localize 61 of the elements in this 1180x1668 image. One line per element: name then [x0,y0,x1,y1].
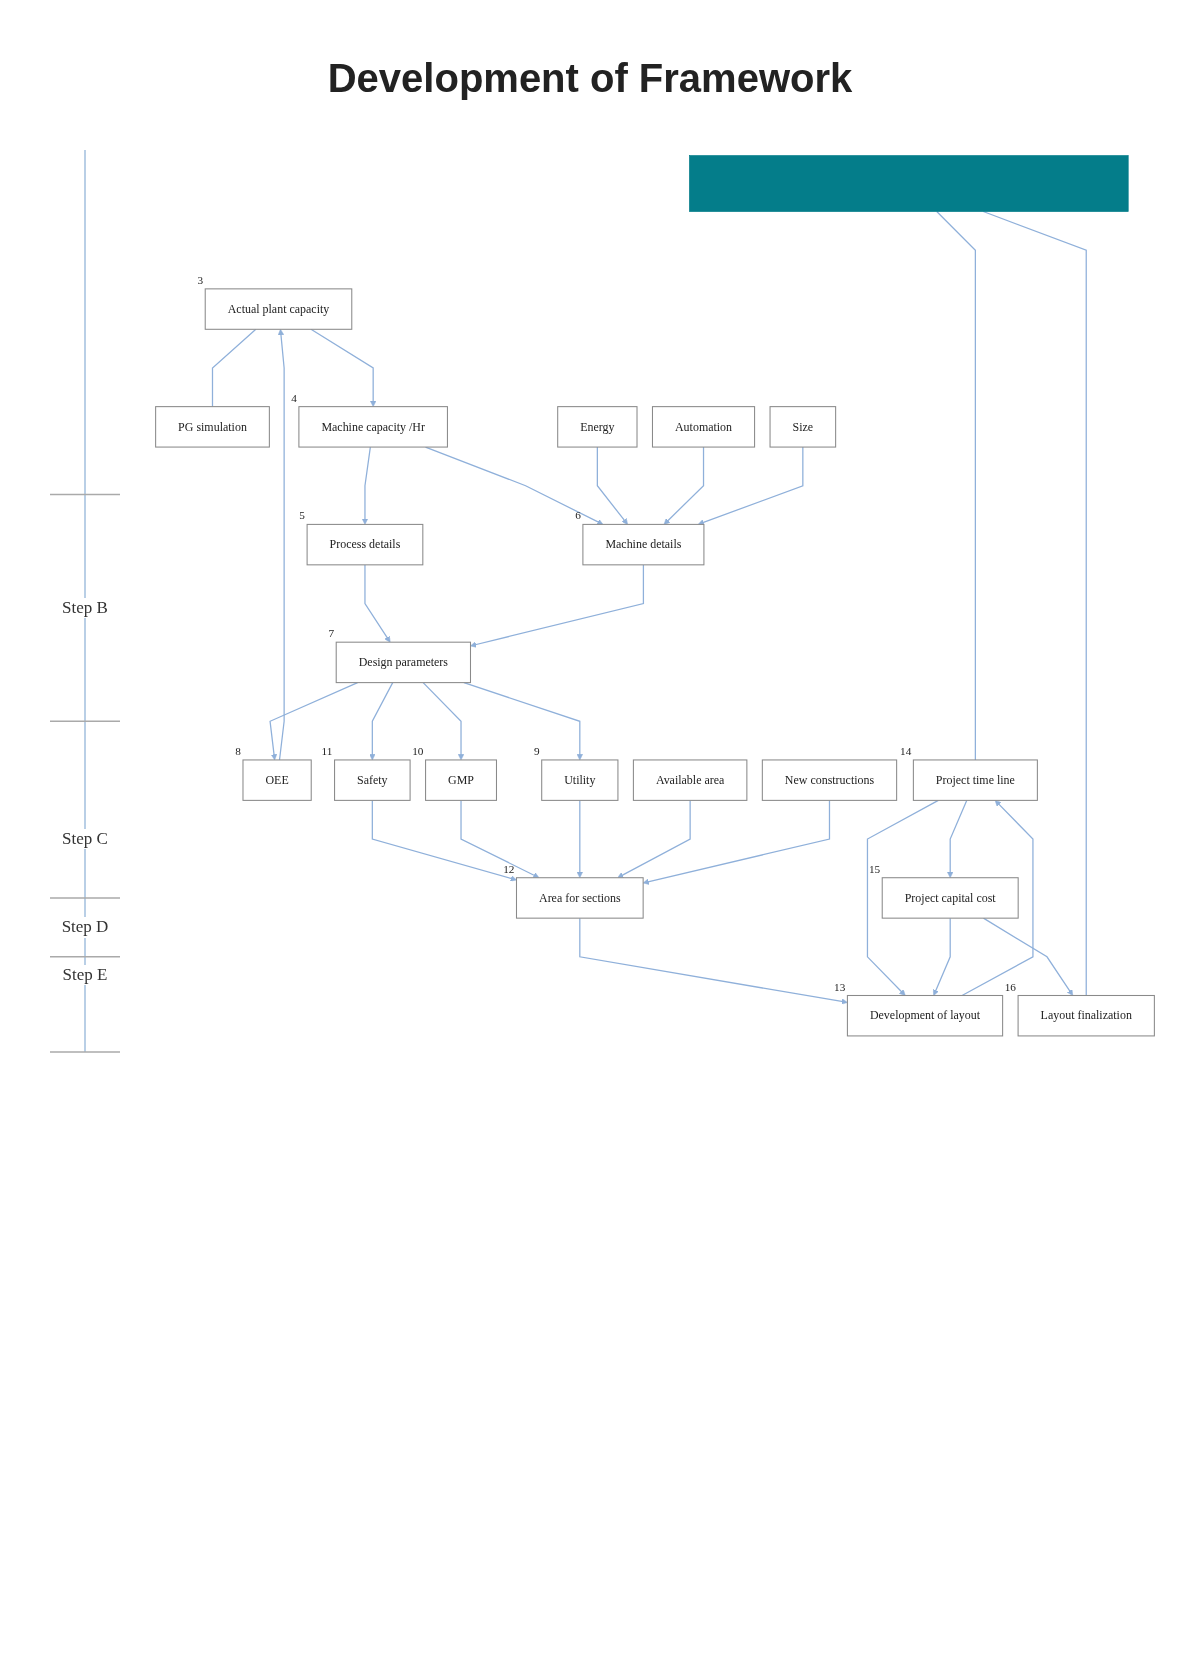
node-box: Machine capacity /Hr [298,406,448,448]
node-label: 12 [503,863,515,876]
node-box: Utility [541,759,619,801]
node-label: 6 [575,509,581,522]
node-label: 3 [197,274,204,287]
node-label: 14 [900,745,912,758]
node-label: 4 [291,392,297,405]
node-label: 11 [321,745,333,758]
arrow [961,800,1034,997]
arrow [269,681,359,761]
node-label: 8 [235,745,241,758]
arrow [982,917,1074,996]
node-box: Automation [651,406,756,448]
node-box: Area for sections [515,877,644,919]
node-box: Project time line [912,759,1038,801]
node-box: Energy [557,406,638,448]
node-label: 13 [834,981,846,993]
node-label: 15 [868,863,881,876]
node-box: Size [769,406,837,448]
arrow [933,917,951,996]
arrow [361,446,371,525]
connector [982,210,1087,997]
arrow [576,799,583,878]
node-box: Development of layout [846,994,1004,1037]
node-box: Layout finalization [1017,994,1155,1037]
arrow [663,446,705,525]
arrow [596,446,628,525]
node-box: OEE [242,759,312,801]
node-box: GMP [425,759,497,801]
connector [936,210,976,761]
arrow [277,329,285,761]
node-label: 9 [533,745,540,758]
node-box: Available area [632,759,748,801]
node-label: 7 [328,627,335,640]
node-label: 10 [412,745,424,758]
arrow [470,564,645,648]
arrow [617,799,691,878]
arrow [866,799,939,996]
node-box: Safety [334,759,411,801]
node-label: 5 [299,509,305,522]
connector [211,328,257,408]
arrow [364,564,391,643]
arrow [947,799,968,878]
arrow [369,681,394,761]
node-box: New constructions [761,759,898,801]
node-box: Machine details [582,523,705,566]
diagram-title: Development of Framework [327,55,853,101]
arrow [422,681,465,761]
node-label: 16 [1004,981,1016,993]
node-box: Actual plant capacity [204,288,353,330]
node-bar [689,155,1129,212]
node-box: Process details [306,523,424,566]
arrow [697,446,804,526]
arrow [463,681,583,761]
node-box: Project capital cost [881,877,1019,919]
node-box: PG simulation [155,406,270,448]
node-box: Design parameters [335,641,471,684]
arrow [310,328,377,407]
arrow [460,799,540,878]
arrow [579,917,848,1005]
arrow [371,799,517,882]
